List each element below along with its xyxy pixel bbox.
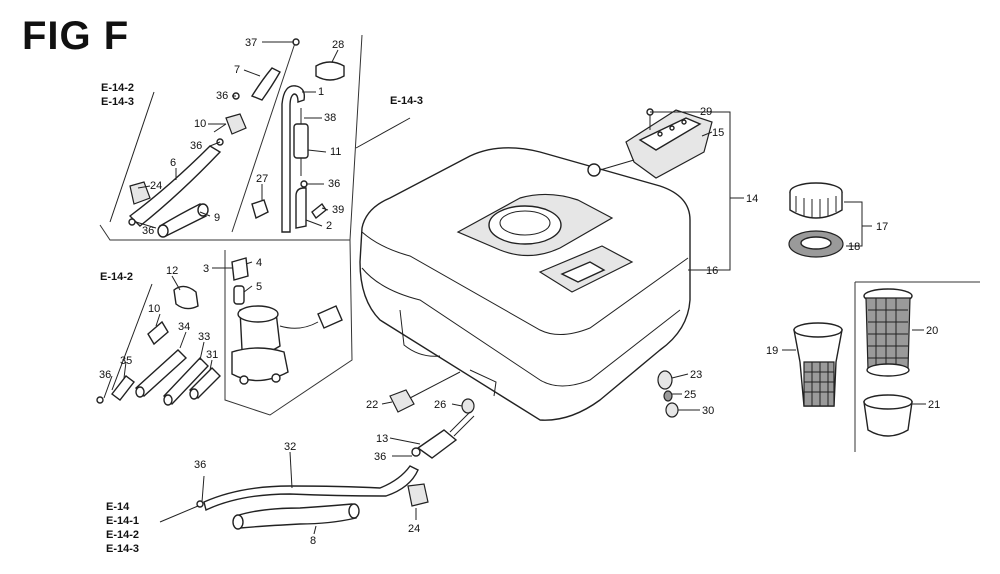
hardware-small — [389, 370, 679, 418]
part-label: 5 — [256, 281, 262, 293]
part-label: 28 — [332, 39, 344, 51]
ref-top-left-1: E-14-2 — [101, 82, 134, 94]
strainers — [793, 288, 913, 437]
cover-plate — [587, 108, 713, 179]
part-label: 8 — [310, 535, 316, 547]
part-label: 38 — [324, 112, 336, 124]
part-label: 18 — [848, 241, 860, 253]
part-label: 15 — [712, 127, 724, 139]
part-label: 36 — [216, 90, 228, 102]
fuel-hoses-bottom — [196, 465, 429, 530]
fuel-cap — [788, 182, 844, 258]
part-label: 16 — [706, 265, 718, 277]
part-label: 31 — [206, 349, 218, 361]
part-label: 10 — [148, 303, 160, 315]
ref-middle-left: E-14-2 — [100, 271, 133, 283]
part-label: 36 — [142, 225, 154, 237]
part-label: 35 — [120, 355, 132, 367]
part-number-labels: 37 28 7 1 36 38 10 36 11 6 27 36 24 39 9… — [99, 37, 940, 547]
part-label: 3 — [203, 263, 209, 275]
middle-hose-assembly — [96, 285, 221, 406]
part-label: 19 — [766, 345, 778, 357]
ref-bottom-left-1: E-14 — [106, 501, 130, 513]
part-label: 36 — [194, 459, 206, 471]
part-label: 33 — [198, 331, 210, 343]
part-label: 24 — [408, 523, 420, 535]
part-label: 36 — [99, 369, 111, 381]
part-label: 36 — [190, 140, 202, 152]
fuel-pump — [231, 257, 343, 385]
upper-hose-assembly — [128, 38, 345, 238]
part-label: 26 — [434, 399, 446, 411]
leader-lines — [103, 41, 926, 535]
part-label: 25 — [684, 389, 696, 401]
part-label: 12 — [166, 265, 178, 277]
part-label: 1 — [318, 86, 324, 98]
fuel-cock — [411, 411, 475, 459]
part-label: 22 — [366, 399, 378, 411]
part-label: 11 — [330, 146, 341, 158]
part-label: 39 — [332, 204, 344, 216]
section-frames — [99, 34, 980, 452]
part-label: 30 — [702, 405, 714, 417]
part-label: 7 — [234, 64, 240, 76]
part-label: 32 — [284, 441, 296, 453]
part-label: 21 — [928, 399, 940, 411]
part-label: 24 — [150, 180, 162, 192]
ref-bottom-left-3: E-14-2 — [106, 529, 139, 541]
ref-top-center: E-14-3 — [390, 95, 423, 107]
part-label: 27 — [256, 173, 268, 185]
ref-bottom-left-4: E-14-3 — [106, 543, 139, 555]
part-label: 20 — [926, 325, 938, 337]
part-label: 9 — [214, 212, 220, 224]
part-label: 14 — [746, 193, 758, 205]
reference-labels: E-14-2 E-14-3 E-14-2 E-14-3 E-14 E-14-1 … — [100, 82, 423, 555]
part-label: 13 — [376, 433, 388, 445]
part-label: 36 — [374, 451, 386, 463]
part-label: 29 — [700, 106, 712, 118]
ref-top-left-2: E-14-3 — [101, 96, 134, 108]
ref-bottom-left-2: E-14-1 — [106, 515, 139, 527]
part-label: 6 — [170, 157, 176, 169]
part-label: 34 — [178, 321, 190, 333]
part-label: 23 — [690, 369, 702, 381]
part-label: 36 — [328, 178, 340, 190]
figure-title: FIG F — [22, 14, 130, 58]
part-label: 10 — [194, 118, 206, 130]
part-label: 2 — [326, 220, 332, 232]
part-label: 37 — [245, 37, 257, 49]
part-label: 4 — [256, 257, 262, 269]
part-label: 17 — [876, 221, 888, 233]
fuel-tank — [359, 147, 691, 421]
